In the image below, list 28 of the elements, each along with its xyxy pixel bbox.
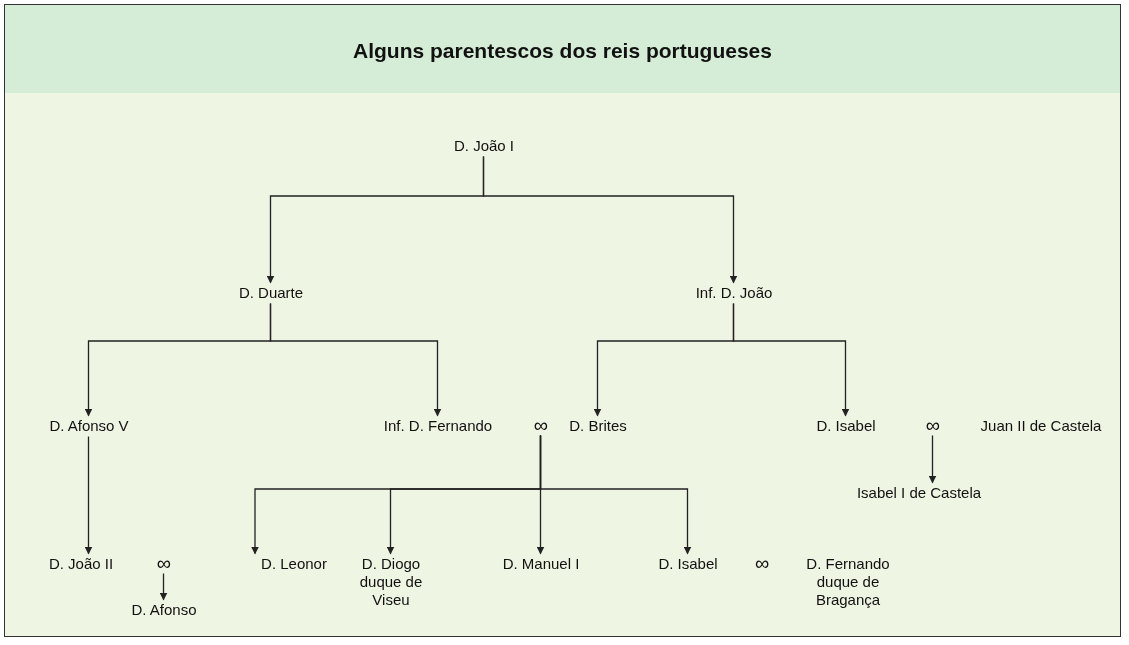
person-name: Juan II de Castela <box>980 417 1102 435</box>
person-name: D. Diogo duque de Viseu <box>341 555 441 609</box>
person-name: Inf. D. Fernando <box>383 417 493 435</box>
person-name: D. Isabel <box>816 417 876 435</box>
person-name: D. Fernando duque de Bragança <box>785 555 911 609</box>
arrow <box>482 155 738 284</box>
person-name: D. Brites <box>569 417 627 435</box>
arrow <box>159 572 168 601</box>
person-name: Inf. D. João <box>695 284 773 302</box>
arrow <box>84 435 93 555</box>
person-name: Isabel I de Castela <box>856 484 982 502</box>
title: Alguns parentescos dos reis portugueses <box>352 39 773 63</box>
person-name: D. Afonso V <box>49 417 129 435</box>
person-name: D. João I <box>454 137 514 155</box>
person-name: D. Leonor <box>261 555 327 573</box>
person-name: D. Duarte <box>238 284 304 302</box>
marriage-symbol: ∞ <box>755 554 770 572</box>
person-name: D. Afonso <box>131 601 197 619</box>
person-name: D. Manuel I <box>502 555 580 573</box>
marriage-symbol: ∞ <box>533 416 549 434</box>
arrow <box>539 434 692 555</box>
person-name: D. João II <box>48 555 114 573</box>
marriage-symbol: ∞ <box>156 554 172 572</box>
person-name: D. Isabel <box>658 555 718 573</box>
marriage-symbol: ∞ <box>925 416 941 434</box>
arrow <box>928 434 937 484</box>
arrow <box>732 302 850 417</box>
arrow <box>269 302 442 417</box>
